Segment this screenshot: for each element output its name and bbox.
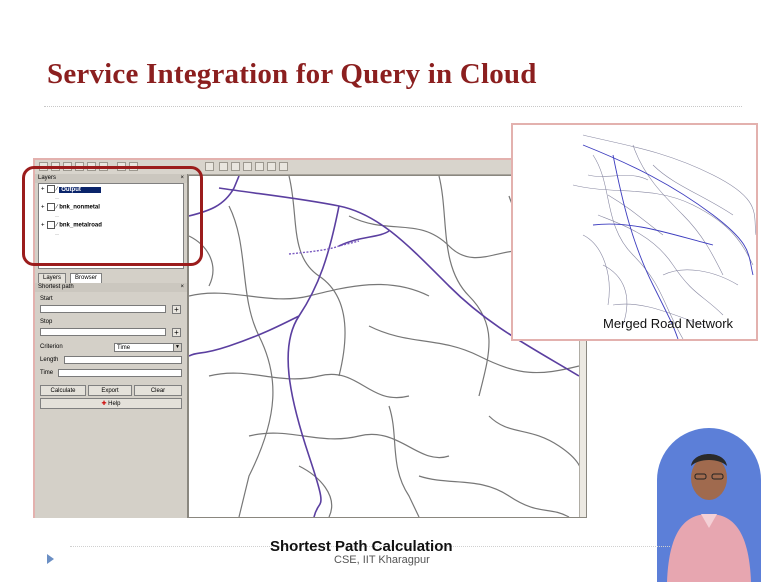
inset-caption: Merged Road Network	[603, 316, 734, 331]
road-minor	[208, 372, 410, 399]
time-label: Time	[40, 370, 54, 376]
next-slide-arrow-icon[interactable]	[47, 554, 54, 564]
start-field[interactable]	[40, 305, 166, 313]
map-scrollbar[interactable]	[579, 176, 586, 517]
shortest-path-title: Shortest path	[38, 284, 74, 290]
expand-icon: +	[41, 222, 45, 229]
chevron-down-icon: ▼	[173, 344, 181, 351]
clear-button[interactable]: Clear	[134, 385, 182, 396]
road-major	[287, 205, 340, 517]
road-minor	[418, 475, 570, 517]
stop-field[interactable]	[40, 328, 166, 336]
layers-panel-header: Layers ×	[35, 174, 187, 183]
road-minor	[488, 415, 586, 487]
length-label: Length	[40, 357, 59, 363]
shortest-path-form: Start + Stop + Criterion Time ▼ Length T…	[38, 292, 184, 442]
close-icon[interactable]: ×	[180, 284, 184, 290]
layer-item-bnk-nonmetal[interactable]: + ∕ bnk_nonmetal	[41, 203, 100, 212]
qgis-window: Layers × + ∕ Output — + ∕ bnk_nonmetal — +…	[33, 158, 587, 518]
line-layer-icon: ∕	[56, 222, 58, 229]
pan-icon[interactable]	[267, 162, 276, 171]
slide-title: Service Integration for Query in Cloud	[47, 58, 537, 90]
shortest-path-route	[288, 240, 360, 255]
road-minor	[228, 205, 274, 517]
criterion-select[interactable]: Time ▼	[114, 343, 182, 352]
slide-caption: Shortest Path Calculation	[270, 538, 453, 555]
close-icon[interactable]: ×	[180, 175, 184, 181]
help-label: Help	[108, 401, 121, 407]
footer-divider	[70, 546, 670, 547]
merged-network-map	[572, 134, 756, 339]
export-button[interactable]: Export	[88, 385, 132, 396]
help-button[interactable]: ✚ Help	[40, 398, 182, 409]
criterion-value: Time	[117, 345, 131, 351]
road-major	[189, 176, 240, 217]
identify-icon[interactable]	[231, 162, 240, 171]
help-icon: ✚	[101, 401, 107, 407]
road-minor	[368, 325, 580, 374]
layer-checkbox[interactable]	[46, 185, 55, 193]
road-minor	[438, 176, 490, 397]
layer-legend: —	[55, 195, 59, 200]
layer-legend: —	[55, 231, 59, 236]
left-dock: Layers × + ∕ Output — + ∕ bnk_nonmetal — +…	[35, 174, 188, 518]
presenter-video	[657, 428, 761, 582]
pick-stop-button[interactable]: +	[172, 328, 181, 337]
expand-icon: +	[41, 204, 45, 211]
layer-checkbox[interactable]	[46, 203, 55, 211]
layers-tree: + ∕ Output — + ∕ bnk_nonmetal — + ∕ bnk_met…	[38, 183, 184, 269]
layer-item-bnk-metalroad[interactable]: + ∕ bnk_metalroad	[41, 221, 102, 230]
layers-highlight-box	[22, 166, 203, 266]
star-icon[interactable]	[205, 162, 214, 171]
road-minor	[298, 465, 333, 517]
layer-label: Output	[59, 186, 101, 193]
road-minor	[189, 283, 430, 300]
road-map	[189, 176, 586, 517]
road-minor	[189, 235, 214, 287]
calculate-button[interactable]: Calculate	[40, 385, 86, 396]
start-label: Start	[40, 296, 53, 302]
layer-legend: —	[55, 213, 59, 218]
dock-tabs: Layers Browser	[38, 273, 184, 284]
stop-label: Stop	[40, 319, 53, 325]
road-major	[189, 315, 300, 357]
line-layer-icon: ∕	[56, 186, 58, 193]
shortest-path-header: Shortest path ×	[35, 283, 187, 292]
measure-icon[interactable]	[243, 162, 252, 171]
zoom-icon[interactable]	[255, 162, 264, 171]
road-minor	[288, 176, 346, 377]
pick-start-button[interactable]: +	[172, 305, 181, 314]
title-divider	[44, 106, 742, 107]
select-icon[interactable]	[219, 162, 228, 171]
road-minor	[388, 405, 420, 517]
time-field[interactable]	[58, 369, 182, 377]
layers-panel-title: Layers	[38, 175, 57, 181]
length-field[interactable]	[64, 356, 182, 364]
road-major	[338, 230, 390, 247]
merged-network-inset	[511, 123, 758, 341]
layer-checkbox[interactable]	[46, 221, 55, 229]
road-minor	[248, 432, 450, 459]
presenter-figure	[667, 454, 751, 582]
slide-footer: CSE, IIT Kharagpur	[334, 554, 430, 566]
line-layer-icon: ∕	[56, 204, 58, 211]
criterion-label: Criterion	[40, 344, 63, 350]
layer-label: bnk_metalroad	[59, 222, 102, 229]
layer-item-output[interactable]: + ∕ Output	[41, 185, 101, 194]
refresh-icon[interactable]	[279, 162, 288, 171]
layer-label: bnk_nonmetal	[59, 204, 100, 211]
expand-icon: +	[41, 186, 45, 193]
